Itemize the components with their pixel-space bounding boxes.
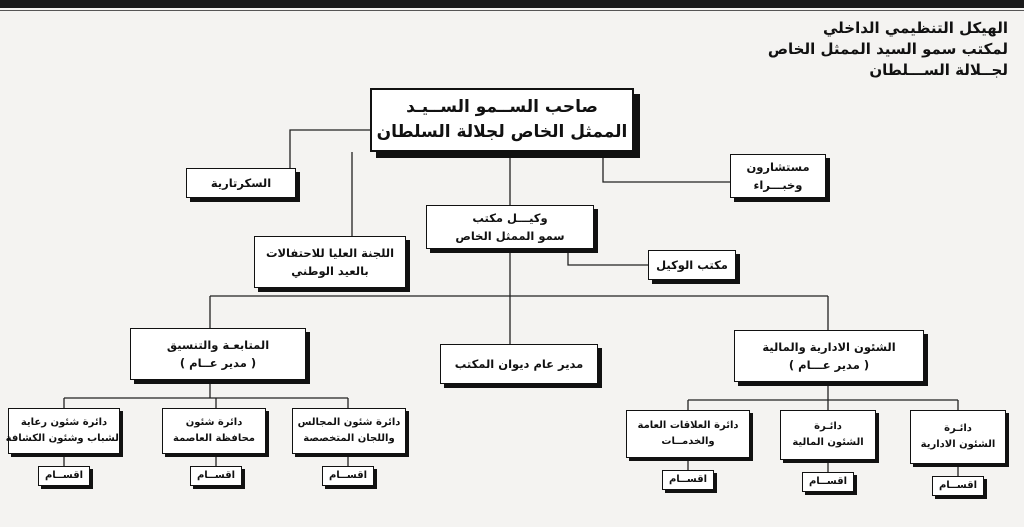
node-advisors-line-1: مستشارون: [746, 160, 810, 174]
node-youth-scouts-line-2: الشباب وشئون الكشافة: [5, 433, 123, 444]
top-border-line: [0, 10, 1024, 11]
node-admin-finance-line-1: الشئون الادارية والمالية: [762, 340, 896, 354]
node-admin-finance: الشئون الادارية والمالية ( مدير عـــام ): [734, 330, 924, 382]
sections-box-administrative: اقســام: [932, 476, 984, 496]
node-public-relations-line-2: والخدمــات: [661, 436, 715, 447]
title-line-2: لمكتب سمو السيد الممثل الخاص: [767, 40, 1008, 58]
sections-label: اقســام: [196, 470, 236, 481]
node-youth-scouts-line-1: دائرة شئون رعاية: [20, 417, 108, 428]
node-financial-line-2: الشئون المالية: [792, 437, 864, 448]
node-advisors-line-2: وخبـــراء: [753, 178, 803, 192]
sections-box-youth: اقســام: [38, 466, 90, 486]
node-councils-line-1: دائرة شئون المجالس: [297, 417, 401, 428]
node-secretariat-label: السكرتارية: [210, 176, 272, 190]
node-root-line-2: الممثل الخاص لجلالة السلطان: [376, 122, 628, 142]
node-deputy-line-2: سمو الممثل الخاص: [455, 229, 565, 243]
node-admin-finance-line-2: ( مدير عـــام ): [788, 358, 870, 372]
node-councils: دائرة شئون المجالس واللجان المتخصصة: [292, 408, 406, 454]
sections-label: اقســام: [668, 474, 708, 485]
node-councils-line-2: واللجان المتخصصة: [303, 433, 395, 444]
node-youth-scouts: دائرة شئون رعاية الشباب وشئون الكشافة: [5, 408, 123, 454]
node-financial: دائـرة الشئون المالية: [780, 410, 876, 460]
node-root-line-1: صاحب الســمو الســيـد: [406, 97, 598, 117]
sections-label: اقســام: [328, 470, 368, 481]
node-office-director-label: مدير عام ديوان المكتب: [454, 357, 584, 371]
title-line-3: لجــلالة الســـلطان: [869, 61, 1008, 79]
connector-root-advisors: [602, 152, 730, 183]
node-root: صاحب الســمو الســيـد الممثل الخاص لجلال…: [370, 88, 634, 152]
connector-root-secretariat: [289, 129, 370, 176]
sections-box-financial: اقســام: [802, 472, 854, 492]
node-administrative-line-1: دائـرة: [944, 423, 972, 434]
top-border-bar: [0, 0, 1024, 8]
chart-title: الهيكل التنظيمي الداخلي لمكتب سمو السيد …: [748, 18, 1008, 81]
sections-label: اقســام: [808, 476, 848, 487]
node-committee-line-2: بالعيد الوطني: [291, 264, 369, 278]
node-capital: دائرة شئون محافظة العاصمة: [162, 408, 266, 454]
sections-label: اقســام: [44, 470, 84, 481]
connector-deputy-office: [567, 248, 648, 266]
node-secretariat: السكرتارية: [186, 168, 296, 198]
node-public-relations-line-1: دائرة العلاقات العامة: [637, 420, 739, 431]
sections-box-public-relations: اقســام: [662, 470, 714, 490]
sections-label: اقســام: [938, 480, 978, 491]
node-followup: المتابعـة والتنسيق ( مدير عــام ): [130, 328, 306, 380]
node-followup-line-1: المتابعـة والتنسيق: [166, 338, 270, 352]
node-administrative-line-2: الشئون الادارية: [920, 439, 996, 450]
node-administrative: دائـرة الشئون الادارية: [910, 410, 1006, 464]
sections-box-councils: اقســام: [322, 466, 374, 486]
node-advisors: مستشارون وخبـــراء: [730, 154, 826, 198]
node-deputy: وكيـــل مكتب سمو الممثل الخاص: [426, 205, 594, 249]
node-financial-line-1: دائـرة: [814, 421, 842, 432]
node-deputy-office: مكتب الوكيل: [648, 250, 736, 280]
node-followup-line-2: ( مدير عــام ): [179, 356, 257, 370]
node-deputy-office-label: مكتب الوكيل: [656, 258, 728, 272]
sections-box-capital: اقســام: [190, 466, 242, 486]
title-line-1: الهيكل التنظيمي الداخلي: [822, 19, 1008, 37]
node-committee: اللجنة العليا للاحتفالات بالعيد الوطني: [254, 236, 406, 288]
node-deputy-line-1: وكيـــل مكتب: [472, 211, 548, 225]
node-committee-line-1: اللجنة العليا للاحتفالات: [265, 246, 395, 260]
node-capital-line-2: محافظة العاصمة: [173, 433, 256, 444]
node-capital-line-1: دائرة شئون: [185, 417, 243, 428]
node-public-relations: دائرة العلاقات العامة والخدمــات: [626, 410, 750, 458]
node-office-director: مدير عام ديوان المكتب: [440, 344, 598, 384]
